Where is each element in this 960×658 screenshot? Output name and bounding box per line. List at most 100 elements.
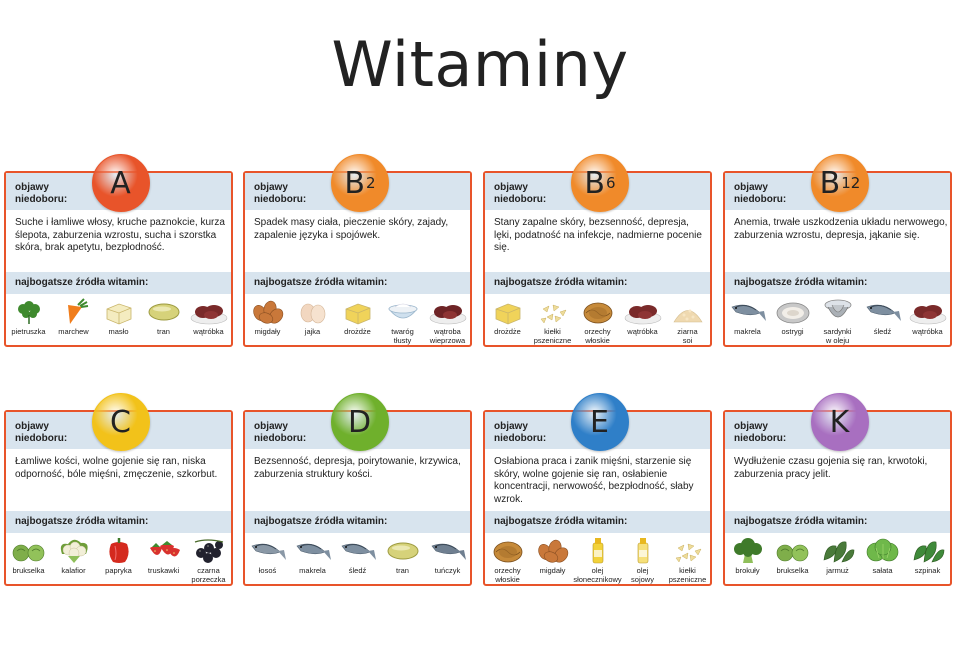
liver-icon <box>908 297 948 325</box>
food-item: wątróbka <box>187 297 231 337</box>
sardines-can-icon <box>818 297 858 325</box>
food-label: brukselka <box>12 566 45 575</box>
food-label: wątróbka <box>912 327 943 336</box>
sources-header: najbogatsze źródła witamin: <box>6 272 231 294</box>
food-item: wątróbka <box>906 297 950 337</box>
herring-icon <box>338 536 378 564</box>
food-item: śledź <box>861 297 905 337</box>
food-item: tran <box>381 536 425 576</box>
vitamin-letter: K <box>829 404 850 440</box>
walnut-icon <box>488 536 528 564</box>
food-label: wątróbka <box>627 327 658 336</box>
food-label: tran <box>157 327 170 336</box>
symptoms-label: objawy niedoboru: <box>494 182 547 205</box>
food-sources: migdały jajka drożdże twaróg tłusty wątr… <box>245 297 470 345</box>
food-sources: łosoś makrela śledź tran tuńczyk <box>245 536 470 584</box>
fish-oil-capsule-icon <box>144 297 184 325</box>
food-label: brukselka <box>776 566 809 575</box>
yeast-icon <box>488 297 528 325</box>
food-label: ziarna soi <box>677 327 698 345</box>
food-item: orzechy włoskie <box>486 536 530 584</box>
vitamin-subscript: 2 <box>366 174 376 192</box>
mackerel-icon <box>293 536 333 564</box>
symptoms-description: Anemia, trwałe uszkodzenia układu nerwow… <box>734 217 948 241</box>
cottage-cheese-icon <box>383 297 423 325</box>
vitamin-badge: E <box>571 393 629 451</box>
food-sources: makrela ostrygi sardynki w oleju śledź w… <box>725 297 950 345</box>
food-item: szpinak <box>906 536 950 576</box>
food-item: makrela <box>291 536 335 576</box>
blackcurrant-icon <box>189 536 229 564</box>
food-label: masło <box>108 327 129 336</box>
food-label: sałata <box>872 566 893 575</box>
tuna-icon <box>428 536 468 564</box>
food-label: jarmuż <box>826 566 849 575</box>
symptoms-description: Spadek masy ciała, pieczenie skóry, zaja… <box>254 217 449 241</box>
sources-header: najbogatsze źródła witamin: <box>245 511 470 533</box>
symptoms-description: Bezsenność, depresja, poirytowanie, krzy… <box>254 456 461 480</box>
sources-label: najbogatsze źródła witamin: <box>734 516 868 527</box>
soybean-oil-icon <box>623 536 663 564</box>
vitamin-letter: B <box>584 165 606 201</box>
food-label: olej sojowy <box>631 566 654 584</box>
brussels-sprouts-icon <box>9 536 49 564</box>
food-item: drożdże <box>486 297 530 337</box>
oyster-icon <box>773 297 813 325</box>
vitamin-card-e: objawy niedoboru: E Osłabiona praca i za… <box>483 393 712 586</box>
sources-label: najbogatsze źródła witamin: <box>254 516 388 527</box>
food-label: łosoś <box>258 566 277 575</box>
food-label: czarna porzeczka <box>191 566 226 584</box>
sources-label: najbogatsze źródła witamin: <box>15 516 149 527</box>
food-item: wątróbka <box>621 297 665 337</box>
sources-label: najbogatsze źródła witamin: <box>254 277 388 288</box>
sources-header: najbogatsze źródła witamin: <box>6 511 231 533</box>
pork-liver-icon <box>428 297 468 325</box>
food-item: tuńczyk <box>426 536 470 576</box>
sources-label: najbogatsze źródła witamin: <box>494 516 628 527</box>
food-item: brukselka <box>771 536 815 576</box>
food-item: śledź <box>336 536 380 576</box>
food-label: ostrygi <box>781 327 804 336</box>
food-item: olej sojowy <box>621 536 665 584</box>
food-item: brokuły <box>726 536 770 576</box>
page-title: Witaminy <box>331 28 629 101</box>
symptoms-description: Wydłużenie czasu gojenia się ran, krwoto… <box>734 456 928 480</box>
symptoms-description: Stany zapalne skóry, bezsenność, depresj… <box>494 217 702 253</box>
food-label: truskawki <box>147 566 180 575</box>
carrot-icon <box>54 297 94 325</box>
symptoms-label: objawy niedoboru: <box>15 182 68 205</box>
food-item: tran <box>142 297 186 337</box>
food-item: papryka <box>97 536 141 576</box>
food-item: ziarna soi <box>666 297 710 345</box>
vitamin-card-a: objawy niedoboru: A Suche i łamliwe włos… <box>4 154 233 347</box>
food-label: marchew <box>58 327 89 336</box>
food-label: wątróbka <box>193 327 224 336</box>
vitamin-badge: A <box>92 154 150 212</box>
food-label: jajka <box>304 327 321 336</box>
yeast-icon <box>338 297 378 325</box>
food-item: kiełki pszeniczne <box>666 536 710 584</box>
food-label: kalafior <box>61 566 86 575</box>
vitamin-letter: A <box>110 165 131 201</box>
fish-oil-capsule-icon <box>383 536 423 564</box>
symptoms-label: objawy niedoboru: <box>734 182 787 205</box>
food-label: sardynki w oleju <box>823 327 852 345</box>
herring-icon <box>863 297 903 325</box>
butter-icon <box>99 297 139 325</box>
vitamin-card-c: objawy niedoboru: C Łamliwe kości, wolne… <box>4 393 233 586</box>
broccoli-icon <box>728 536 768 564</box>
food-label: tuńczyk <box>434 566 461 575</box>
food-label: śledź <box>873 327 892 336</box>
sources-header: najbogatsze źródła witamin: <box>485 272 710 294</box>
food-item: migdały <box>246 297 290 337</box>
vitamin-letter: C <box>110 404 131 440</box>
vitamin-subscript: 12 <box>841 174 861 192</box>
food-label: kiełki pszeniczne <box>533 327 572 345</box>
food-label: drożdże <box>494 327 521 336</box>
food-item: pietruszka <box>7 297 51 337</box>
sunflower-oil-icon <box>578 536 618 564</box>
food-label: twaróg tłusty <box>391 327 414 345</box>
